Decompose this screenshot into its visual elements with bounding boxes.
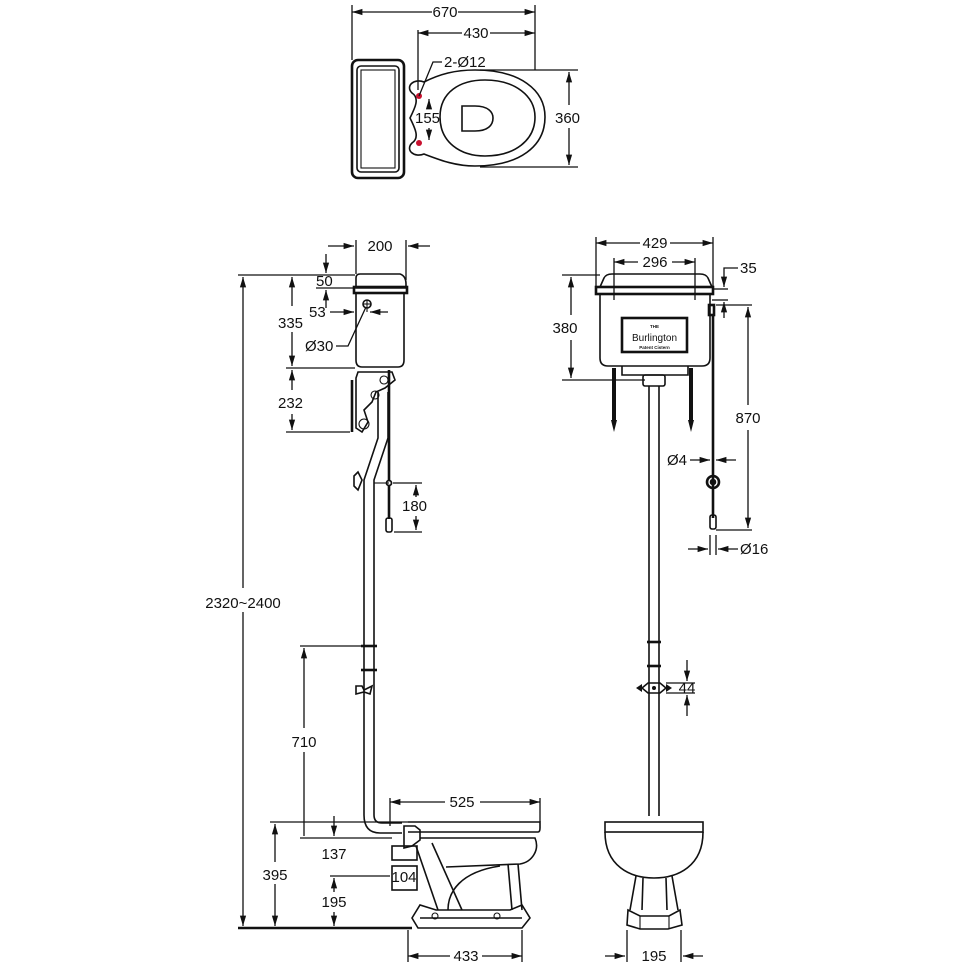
front-brackets — [611, 368, 694, 432]
badge-line3: Patent Cistern — [639, 345, 670, 350]
dim-cistern-width: 429 — [642, 235, 667, 252]
dim-cistern-height: 335 — [278, 315, 303, 332]
dim-handle-diameter: Ø16 — [740, 541, 768, 558]
label-lever-diameter: Ø30 — [305, 338, 333, 355]
dim-cistern-depth: 200 — [367, 238, 392, 255]
flush-pipe — [353, 392, 402, 834]
dim-pan-length: 525 — [449, 794, 474, 811]
dim-bracket-height: 232 — [278, 395, 303, 412]
pull-handle — [385, 517, 393, 533]
badge-line1: THE — [650, 324, 659, 329]
dim-lever-offset: 53 — [309, 304, 326, 321]
dim-base-length: 433 — [453, 948, 478, 965]
fixing-hole-bottom — [416, 140, 422, 146]
pull-chain — [374, 370, 393, 533]
dim-chain-diameter: Ø4 — [667, 452, 687, 469]
dim-outlet-diameter: 104 — [391, 869, 416, 886]
side-view: 200 50 53 335 Ø30 232 180 2320~2 — [205, 238, 541, 965]
front-view: THE Burlington Patent Cistern — [552, 235, 768, 965]
pipe-clamp — [355, 684, 374, 696]
pan-side — [391, 821, 541, 929]
pull-chain-front — [705, 315, 721, 530]
dim-cistern-front-height: 380 — [552, 320, 577, 337]
dim-bracket-spacing: 296 — [642, 254, 667, 271]
pan-top-outline — [408, 69, 546, 167]
seat-d-shape — [461, 105, 494, 132]
cistern-top — [350, 58, 406, 180]
dim-lid-thickness: 35 — [740, 260, 757, 277]
pipe-bracket — [353, 470, 363, 492]
dim-chain-drop: 180 — [402, 498, 427, 515]
dim-pan-width: 430 — [463, 25, 488, 42]
dim-hole-spacing: 155 — [415, 110, 440, 127]
cistern-badge — [620, 316, 689, 354]
label-fixing-holes: 2-Ø12 — [444, 54, 486, 71]
badge-line2: Burlington — [632, 333, 677, 344]
wall-bracket — [350, 371, 396, 434]
pull-handle-front — [709, 514, 717, 530]
dim-pan-depth: 360 — [555, 110, 580, 127]
dim-clamp-height: 44 — [679, 680, 696, 697]
dim-total-height: 2320~2400 — [205, 595, 281, 612]
dim-chain-length: 870 — [735, 410, 760, 427]
dim-outlet-height: 195 — [321, 894, 346, 911]
dim-pipe-joint: 710 — [291, 734, 316, 751]
dim-overall-width: 670 — [432, 4, 457, 21]
flush-pipe-front — [636, 386, 672, 816]
cistern-side — [352, 273, 409, 368]
dim-outlet-offset: 137 — [321, 846, 346, 863]
top-view: 670 430 2-Ø12 155 360 — [350, 4, 580, 180]
pan-front — [604, 821, 704, 930]
dim-lid-height: 50 — [316, 273, 333, 290]
dim-pan-height: 395 — [262, 867, 287, 884]
cistern-front: THE Burlington Patent Cistern — [594, 273, 716, 387]
dim-base-width: 195 — [641, 948, 666, 965]
